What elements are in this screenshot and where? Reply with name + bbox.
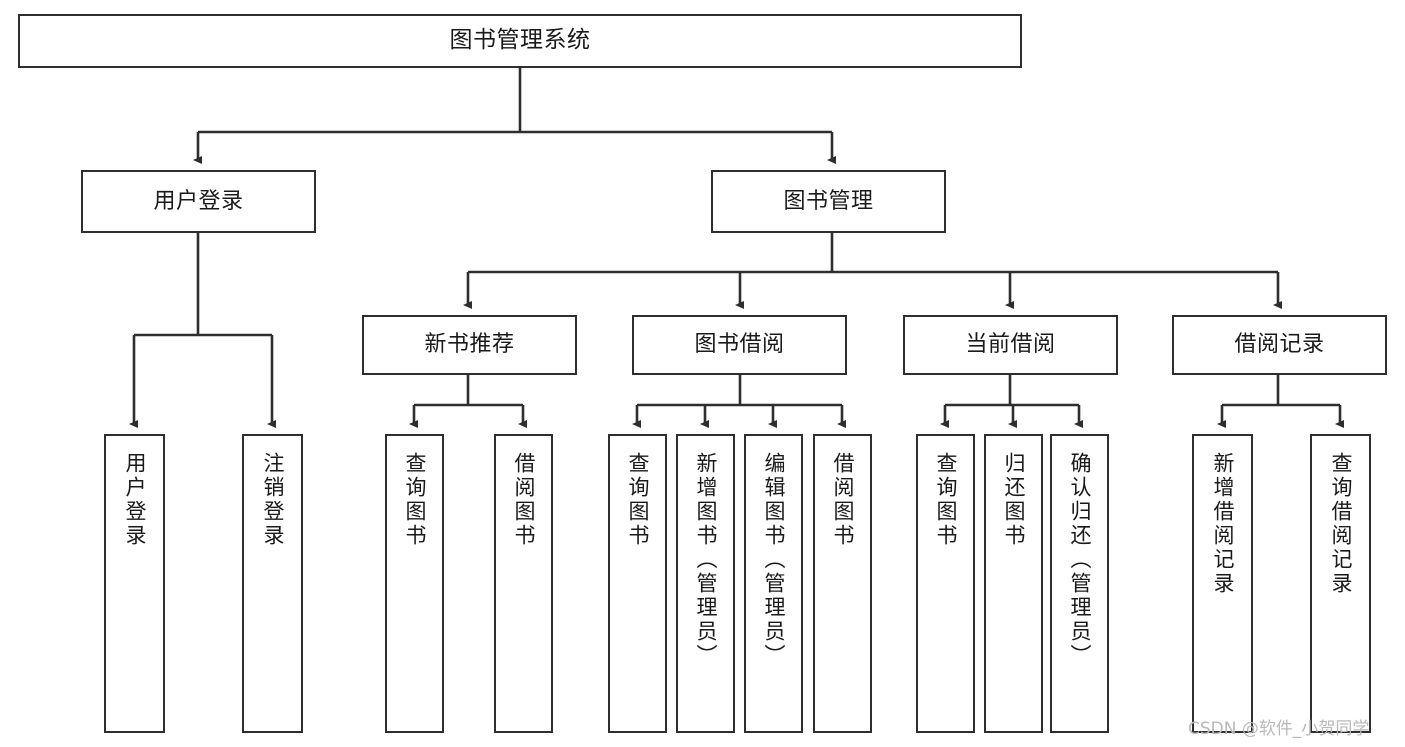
node-label: 图书借阅 xyxy=(694,332,785,358)
node-label: 查询借阅记录 xyxy=(1329,452,1353,596)
node-label: 新书推荐 xyxy=(424,332,515,358)
leaf-user-login-login[interactable]: 用户登录 xyxy=(104,434,165,733)
node-user-login[interactable]: 用户登录 xyxy=(81,170,316,233)
leaf-user-login-logout[interactable]: 注销登录 xyxy=(242,434,303,733)
node-label: 借阅图书 xyxy=(512,452,536,548)
node-book-borrow[interactable]: 图书借阅 xyxy=(632,315,847,375)
node-label: 用户登录 xyxy=(153,188,244,214)
node-label: 查询图书 xyxy=(626,452,650,548)
node-label: 注销登录 xyxy=(261,452,285,548)
node-label: 新增借阅记录 xyxy=(1211,452,1235,596)
node-current-borrow[interactable]: 当前借阅 xyxy=(903,315,1118,375)
node-label: 归还图书 xyxy=(1002,452,1026,548)
node-root-system[interactable]: 图书管理系统 xyxy=(18,14,1022,68)
node-book-management[interactable]: 图书管理 xyxy=(711,170,946,233)
leaf-borrow-borrow-book[interactable]: 借阅图书 xyxy=(813,434,872,733)
node-new-book-recommend[interactable]: 新书推荐 xyxy=(362,315,577,375)
leaf-borrow-add-book[interactable]: 新增图书（管理员） xyxy=(676,434,735,733)
node-label: 查询图书 xyxy=(934,452,958,548)
node-label: 查询图书 xyxy=(403,452,427,548)
node-label: 图书管理 xyxy=(783,188,874,214)
node-label: 借阅记录 xyxy=(1234,332,1325,358)
leaf-record-query[interactable]: 查询借阅记录 xyxy=(1310,434,1371,733)
leaf-current-return-book[interactable]: 归还图书 xyxy=(984,434,1043,733)
leaf-new-book-query[interactable]: 查询图书 xyxy=(385,434,444,733)
node-borrow-record[interactable]: 借阅记录 xyxy=(1172,315,1387,375)
node-label: 编辑图书（管理员） xyxy=(762,452,786,668)
node-label: 当前借阅 xyxy=(965,332,1056,358)
leaf-record-add[interactable]: 新增借阅记录 xyxy=(1192,434,1253,733)
leaf-borrow-query-book[interactable]: 查询图书 xyxy=(608,434,667,733)
node-label: 确认归还（管理员） xyxy=(1068,452,1092,668)
leaf-current-query-book[interactable]: 查询图书 xyxy=(916,434,975,733)
node-label: 新增图书（管理员） xyxy=(694,452,718,668)
node-label: 用户登录 xyxy=(123,452,147,548)
node-label: 图书管理系统 xyxy=(449,27,591,54)
leaf-borrow-edit-book[interactable]: 编辑图书（管理员） xyxy=(744,434,803,733)
leaf-new-book-borrow[interactable]: 借阅图书 xyxy=(494,434,553,733)
node-label: 借阅图书 xyxy=(831,452,855,548)
leaf-current-confirm-return[interactable]: 确认归还（管理员） xyxy=(1050,434,1109,733)
watermark: CSDN @软件_小贺同学 xyxy=(1188,719,1370,739)
